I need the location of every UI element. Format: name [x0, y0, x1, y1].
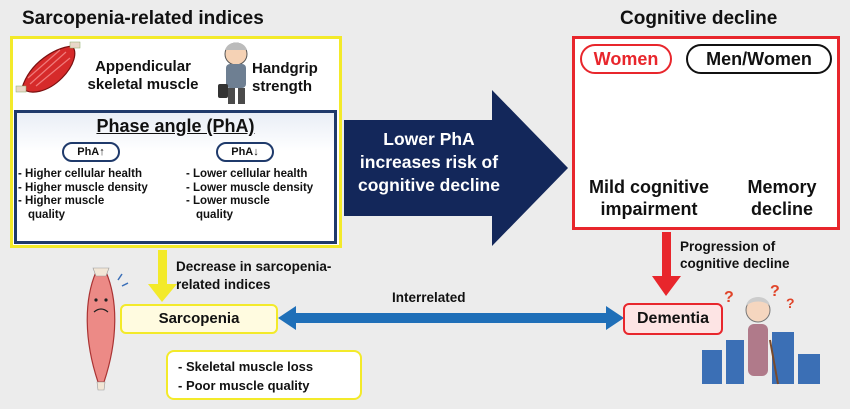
decrease-line: Decrease in sarcopenia-: [176, 259, 332, 274]
memory-line: Memory: [747, 177, 817, 197]
lower-list: - Lower cellular health - Lower muscle d…: [186, 168, 313, 222]
arrow-line: Lower PhA: [383, 129, 475, 149]
interrelated-arrow: [278, 306, 624, 330]
right-title: Cognitive decline: [620, 8, 778, 29]
dementia-box: Dementia: [623, 303, 723, 335]
pha-title: Phase angle (PhA): [96, 116, 255, 136]
men-women-badge: Men/Women: [686, 44, 832, 74]
list-item: - Lower cellular health: [186, 168, 308, 180]
sarcopenia-features-box: - Skeletal muscle loss - Poor muscle qua…: [166, 350, 362, 400]
list-item: - Lower muscle: [186, 195, 270, 207]
feature-item: - Poor muscle quality: [178, 378, 310, 393]
pha-down-badge: PhA↓: [216, 142, 274, 162]
list-item: quality: [28, 208, 66, 221]
sarcopenia-box: Sarcopenia: [120, 304, 278, 334]
left-title: Sarcopenia-related indices: [22, 8, 264, 29]
mci-line: Mild cognitive: [588, 177, 709, 197]
list-item: quality: [196, 208, 234, 221]
mci-line: impairment: [600, 199, 698, 219]
svg-text:?: ?: [724, 289, 734, 306]
arrow-line: increases risk of: [359, 152, 499, 172]
interrelated-label: Interrelated: [392, 290, 466, 305]
list-item: - Higher muscle: [18, 195, 105, 207]
memory-label: Memory decline: [726, 176, 838, 220]
pha-up-badge: PhA↑: [62, 142, 120, 162]
svg-text:?: ?: [786, 295, 795, 311]
mci-label: Mild cognitive impairment: [574, 176, 724, 220]
phase-angle-panel: [14, 110, 337, 244]
feature-item: - Skeletal muscle loss: [178, 359, 314, 374]
arrow-text: Lower PhA increases risk of cognitive de…: [344, 128, 514, 197]
list-item: - Higher muscle density: [18, 181, 148, 194]
decrease-line: related indices: [176, 277, 271, 292]
women-badge: Women: [580, 44, 672, 74]
progression-line: cognitive decline: [680, 256, 790, 271]
handgrip-label: Handgrip strength: [252, 60, 318, 95]
decrease-label: Decrease in sarcopenia- related indices: [176, 258, 331, 294]
appendicular-label: Appendicular skeletal muscle: [87, 58, 199, 93]
memory-line: decline: [750, 199, 814, 219]
progression-line: Progression of: [680, 239, 776, 254]
list-item: - Higher cellular health: [18, 168, 142, 180]
higher-list: - Higher cellular health - Higher muscle…: [18, 168, 148, 222]
svg-text:?: ?: [770, 283, 780, 300]
progression-label: Progression of cognitive decline: [680, 238, 790, 272]
arrow-line: cognitive decline: [358, 175, 500, 195]
list-item: - Lower muscle density: [186, 181, 314, 194]
